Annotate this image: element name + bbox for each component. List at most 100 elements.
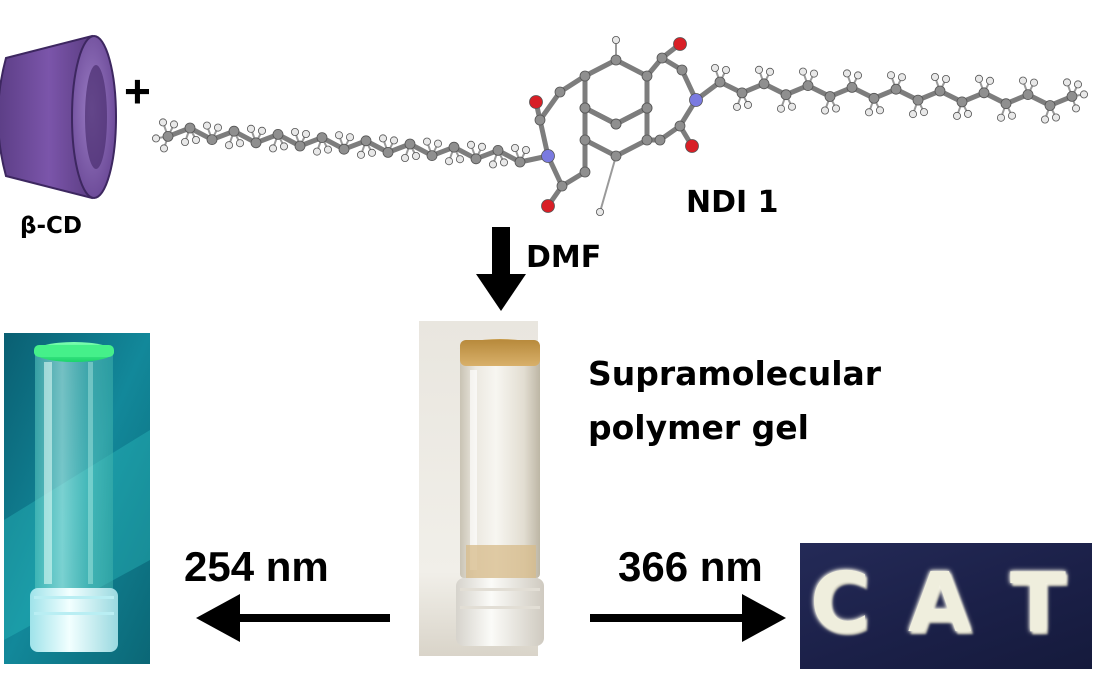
hydrogen-atom: [942, 75, 951, 84]
hydrogen-atom: [345, 133, 354, 142]
hydrogen-atom: [1072, 104, 1081, 113]
carbon-atom: [610, 118, 622, 130]
gel-label-line-2: polymer gel: [588, 408, 809, 447]
oxygen-atom: [529, 95, 543, 109]
carbon-atom: [534, 114, 546, 126]
hydrogen-atom: [224, 141, 233, 150]
hydrogen-atom: [158, 118, 167, 127]
carbon-atom: [641, 134, 653, 146]
carbon-atom: [641, 70, 653, 82]
bond: [599, 155, 617, 213]
hydrogen-atom: [400, 153, 409, 162]
carbon-atom: [338, 143, 350, 155]
carbon-atom: [610, 150, 622, 162]
hydrogen-atom: [810, 69, 819, 78]
hydrogen-atom: [510, 143, 519, 152]
plus-sign: +: [124, 65, 151, 117]
carbon-atom: [556, 180, 568, 192]
hydrogen-atom: [159, 144, 168, 153]
carbon-atom: [579, 134, 591, 146]
carbon-atom: [554, 86, 566, 98]
hydrogen-atom: [733, 102, 742, 111]
hydrogen-atom: [213, 123, 222, 132]
carbon-atom: [802, 80, 814, 91]
carbon-atom: [206, 134, 218, 146]
carbon-atom: [1000, 98, 1012, 110]
hydrogen-atom: [180, 137, 189, 146]
bond: [582, 105, 619, 127]
wavelength-366-label: 366 nm: [618, 543, 763, 590]
hydrogen-atom: [444, 157, 453, 166]
hydrogen-atom: [323, 145, 332, 154]
hydrogen-atom: [711, 64, 720, 73]
cyclodextrin-label: β-CD: [20, 213, 82, 239]
hydrogen-atom: [909, 110, 918, 119]
hydrogen-atom: [920, 108, 929, 117]
carbon-atom: [868, 92, 880, 104]
carbon-atom: [404, 138, 416, 150]
down-arrow-icon: [476, 227, 526, 311]
carbon-atom: [736, 87, 748, 99]
hydrogen-atom: [356, 150, 365, 159]
hydrogen-atom: [1041, 115, 1050, 124]
carbon-atom: [184, 122, 196, 134]
hydrogen-atom: [821, 106, 830, 115]
hydrogen-atom: [488, 160, 497, 169]
hydrogen-atom: [799, 67, 808, 76]
carbon-atom: [890, 83, 902, 95]
carbon-atom: [360, 135, 372, 147]
bond: [582, 57, 619, 79]
gel-tube-photo: [419, 321, 544, 656]
hydrogen-atom: [246, 124, 255, 133]
oxygen-atom: [673, 37, 687, 51]
carbon-atom: [579, 70, 591, 82]
hydrogen-atom: [953, 111, 962, 120]
hydrogen-atom: [1074, 80, 1083, 89]
bond: [613, 137, 650, 159]
carbon-atom: [956, 96, 968, 108]
carbon-atom: [978, 87, 990, 99]
hydrogen-atom: [235, 139, 244, 148]
hydrogen-atom: [1080, 90, 1089, 99]
carbon-atom: [316, 132, 328, 144]
solvent-label: DMF: [526, 240, 602, 275]
carbon-atom: [448, 141, 460, 153]
cat-writing-photo: C A T: [800, 543, 1092, 669]
hydrogen-atom: [499, 158, 508, 167]
hydrogen-atom: [202, 121, 211, 130]
hydrogen-atom: [334, 131, 343, 140]
carbon-atom: [758, 78, 770, 90]
carbon-atom: [610, 54, 622, 66]
hydrogen-atom: [191, 135, 200, 144]
hydrogen-atom: [975, 74, 984, 83]
carbon-atom: [824, 91, 836, 102]
hydrogen-atom: [612, 36, 621, 45]
carbon-atom: [492, 144, 504, 156]
carbon-atom: [654, 134, 666, 146]
bond: [582, 137, 619, 159]
carbon-atom: [674, 120, 686, 132]
beta-cyclodextrin-cone: [0, 34, 117, 200]
hydrogen-atom: [466, 140, 475, 149]
hydrogen-atom: [722, 66, 731, 75]
carbon-atom: [912, 94, 924, 106]
hydrogen-atom: [788, 102, 797, 111]
hydrogen-atom: [1052, 113, 1061, 122]
hydrogen-atom: [151, 134, 160, 143]
hydrogen-atom: [876, 106, 885, 115]
hydrogen-atom: [832, 104, 841, 113]
ndi-molecule: [151, 36, 1089, 216]
hydrogen-atom: [367, 148, 376, 157]
carbon-atom: [579, 166, 591, 178]
nitrogen-atom: [689, 93, 703, 107]
carbon-atom: [656, 52, 668, 64]
right-arrow-icon: [590, 594, 786, 642]
hydrogen-atom: [887, 71, 896, 80]
oxygen-atom: [685, 139, 699, 153]
gel-label-line-1: Supramolecular: [588, 354, 882, 393]
writing-letter-1: C: [810, 556, 871, 651]
carbon-atom: [228, 125, 240, 137]
hydrogen-atom: [898, 73, 907, 82]
hydrogen-atom: [522, 145, 531, 154]
